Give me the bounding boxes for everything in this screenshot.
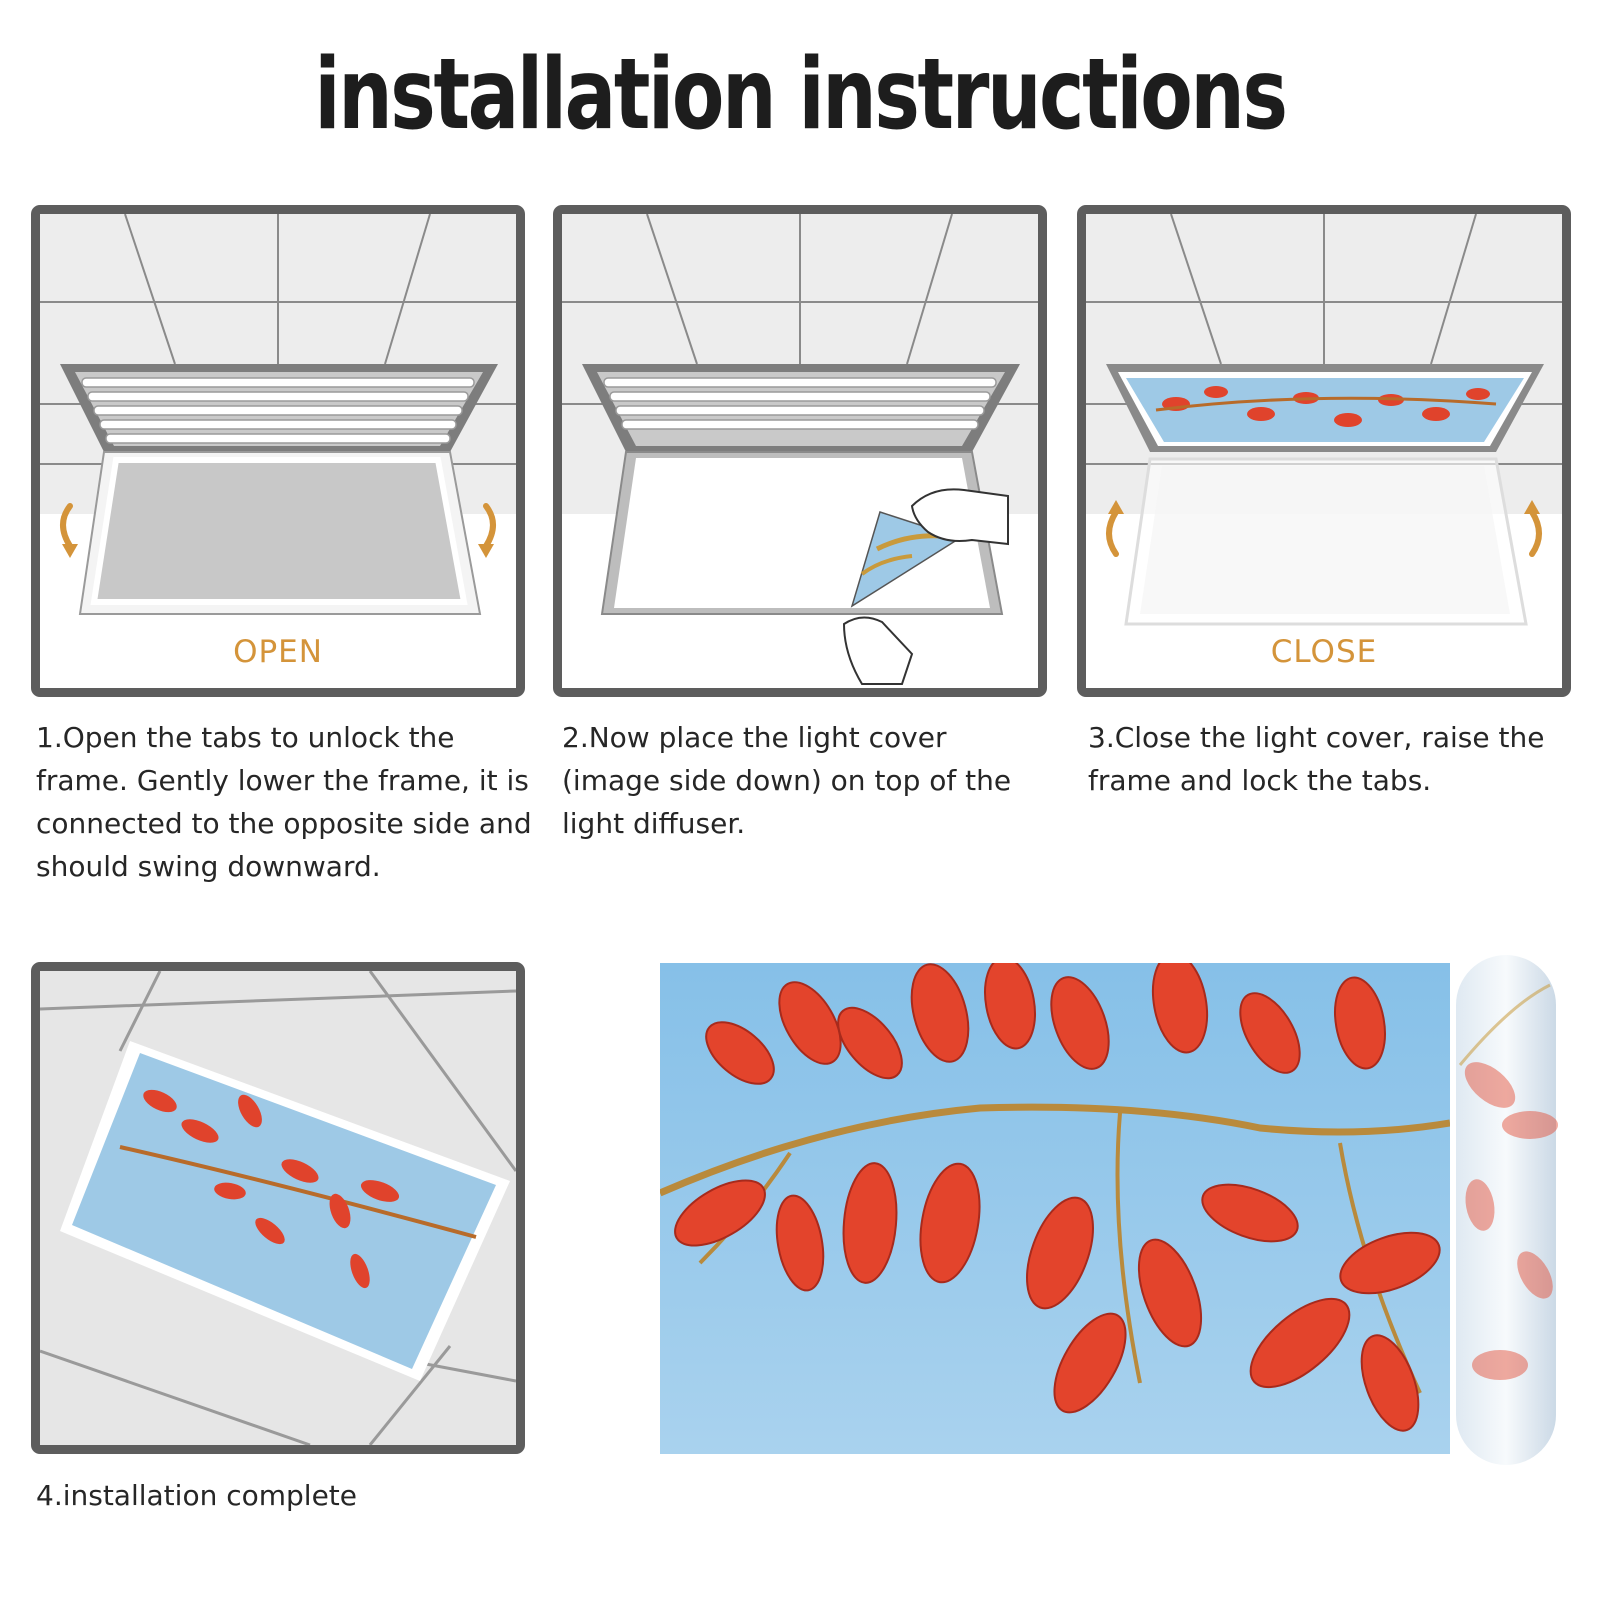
ceiling-open-drawing [40, 214, 516, 615]
step-3-illustration: CLOSE [1077, 205, 1571, 697]
page-title: installation instructions [314, 38, 1288, 152]
hand-icon [842, 488, 1009, 685]
rotate-arrow-icon [1106, 500, 1542, 557]
ceiling-close-drawing [1086, 214, 1562, 626]
rolled-cover-image [1456, 955, 1558, 1465]
step-1-illustration: OPEN [31, 205, 525, 697]
step-4-illustration [31, 962, 525, 1454]
step-1-text: 1.Open the tabs to unlock the frame. Gen… [36, 721, 532, 883]
step-2-text: 2.Now place the light cover (image side … [562, 721, 1012, 840]
place-cover-drawing [562, 214, 1038, 685]
close-label: CLOSE [1270, 634, 1378, 670]
rotate-arrow-icon [60, 503, 496, 558]
installed-cover-drawing [40, 971, 516, 1445]
step-3-text: 3.Close the light cover, raise the frame… [1088, 721, 1545, 797]
open-label: OPEN [233, 634, 323, 670]
step-2-illustration [553, 205, 1047, 697]
step-4-text: 4.installation complete [36, 1479, 358, 1512]
light-cover-image [660, 963, 1450, 1454]
